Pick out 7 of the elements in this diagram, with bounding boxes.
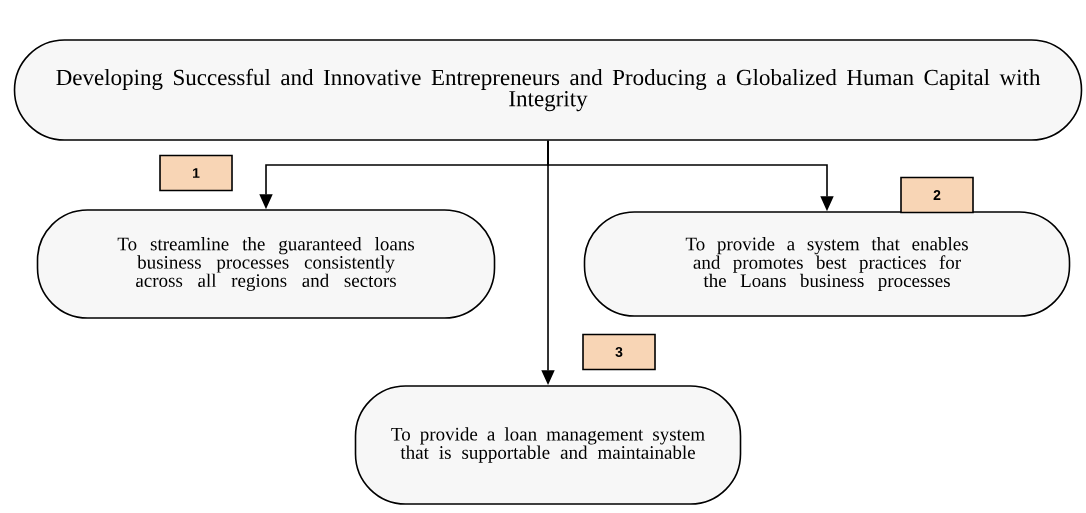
objective-box: To provide a system that enables and promotes best practices for the Loans business processes [583,211,1071,317]
objective-box: To streamline the guaranteed loans business processes consistently across all regions and sectors [36,209,496,319]
number-badge: 3 [582,333,656,371]
objective-box: To provide a loan management system that is supportable and maintainable [354,385,742,505]
number-badge: 1 [159,154,233,192]
goal-box: Developing Successful and Innovative Entrepreneurs and Producing a Globalized Human Capital with Integrity [13,39,1083,141]
number-badge: 2 [900,176,974,214]
